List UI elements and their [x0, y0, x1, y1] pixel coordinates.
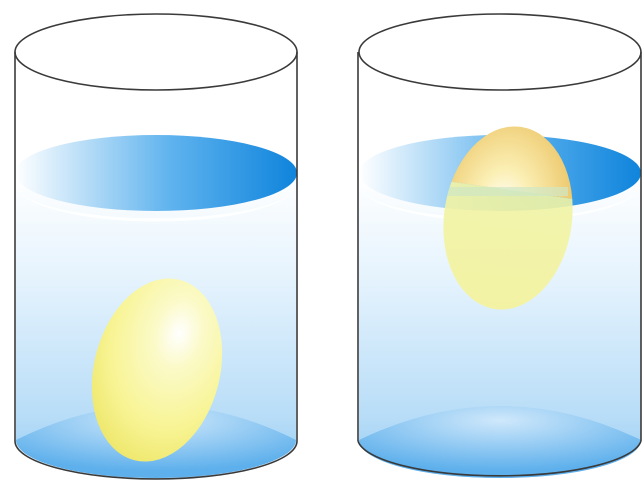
left-water-surface	[15, 135, 297, 211]
right-glass	[358, 14, 641, 478]
right-egg-waterline	[446, 187, 568, 196]
left-glass-rim	[15, 14, 297, 90]
right-glass-rim	[359, 14, 641, 90]
left-glass	[15, 14, 297, 479]
